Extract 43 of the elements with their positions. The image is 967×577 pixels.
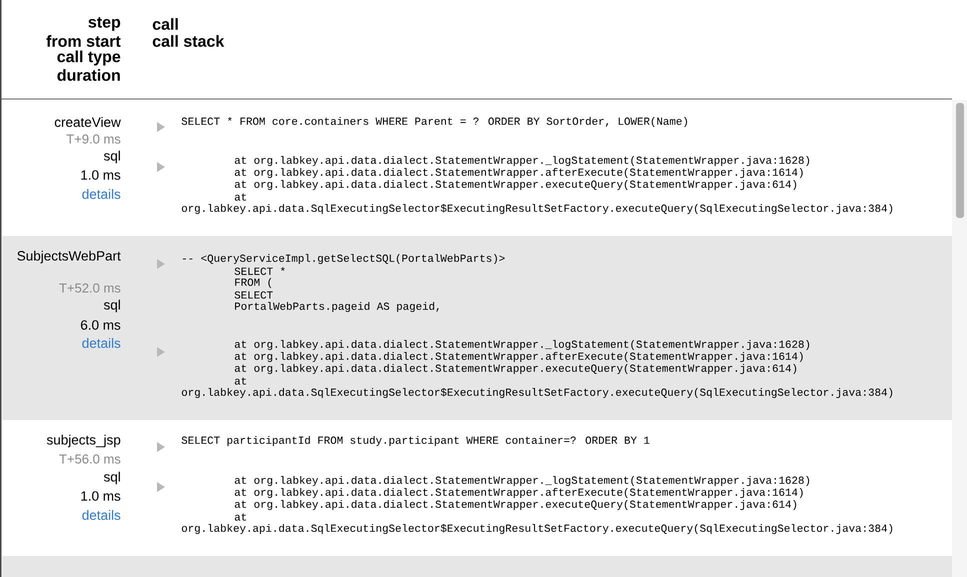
column-heading: call [152,18,178,30]
stack-trace-line: at org.labkey.api.data.dialect.StatementWrapper.executeQuery(StatementWrapper.java:614) [234,180,796,190]
details-link: details [82,510,120,520]
sql-text: FROM ( [235,278,272,288]
column-heading: call stack [152,35,224,47]
timestamp: T+9.0 ms [66,134,120,144]
call-type: sql [104,472,120,484]
stack-trace-line: at org.labkey.api.data.dialect.StatementWrapper._logStatement(StatementWrapper.java:1628) [234,156,810,166]
timestamp: T+52.0 ms [59,283,120,293]
duration: 1.0 ms [81,170,120,180]
stack-trace-line: at org.labkey.api.data.dialect.StatementWrapper.afterExecute(StatementWrapper.java:1614) [234,352,803,362]
step-name: subjects_jsp [46,434,120,448]
sql-text: -- <QueryServiceImpl.getSelectSQL(PortalWebParts)> [182,254,505,264]
call-type: sql [104,300,120,312]
stack-trace-line: at org.labkey.api.data.dialect.StatementWrapper.executeQuery(StatementWrapper.java:614) [234,500,796,510]
sql-text: SELECT * FROM core.containers WHERE Parent = ? ORDER BY SortOrder, LOWER(Name) [182,116,687,128]
duration: 1.0 ms [81,491,120,501]
stack-trace-line: at org.labkey.api.data.dialect.StatementWrapper.afterExecute(StatementWrapper.java:1614) [234,168,803,178]
column-heading: from start [46,35,121,47]
stack-trace-line: org.labkey.api.data.SqlExecutingSelector$ExecutingResultSetFactory.executeQuery(SqlExecutingSelector.java:384) [182,204,892,214]
stack-trace-line: org.labkey.api.data.SqlExecutingSelector$ExecutingResultSetFactory.executeQuery(SqlExecutingSelector.java:384) [182,388,892,398]
stack-trace-line: at org.labkey.api.data.dialect.StatementWrapper._logStatement(StatementWrapper.java:1628) [234,340,810,350]
column-heading: duration [57,69,120,81]
timestamp: T+56.0 ms [59,454,120,464]
step-name: createView [54,117,121,127]
sql-text: SELECT * [234,267,285,275]
stack-trace-line: org.labkey.api.data.SqlExecutingSelector$ExecutingResultSetFactory.executeQuery(SqlExecutingSelector.java:384) [182,524,892,534]
stack-trace-line: at [234,513,246,521]
duration: 6.0 ms [80,320,120,330]
stack-trace-line: at [234,193,246,201]
sql-text: SELECT [234,291,273,299]
details-link: details [82,338,120,348]
stack-trace-line: at [234,377,246,385]
column-heading: step [88,17,120,31]
stack-trace-line: at org.labkey.api.data.dialect.StatementWrapper.executeQuery(StatementWrapper.java:614) [234,364,796,374]
call-type: sql [104,150,120,164]
sql-text: PortalWebParts.pageid AS pageid, [235,302,439,312]
stack-trace-line: at org.labkey.api.data.dialect.StatementWrapper.afterExecute(StatementWrapper.java:1614) [234,488,803,498]
column-heading: call type [57,50,120,66]
step-name: SubjectsWebPart [17,250,121,264]
sql-text: SELECT participantId FROM study.participant WHERE container=? ORDER BY 1 [182,436,650,446]
details-link: details [82,189,120,199]
stack-trace-line: at org.labkey.api.data.dialect.StatementWrapper._logStatement(StatementWrapper.java:1628) [234,476,810,486]
